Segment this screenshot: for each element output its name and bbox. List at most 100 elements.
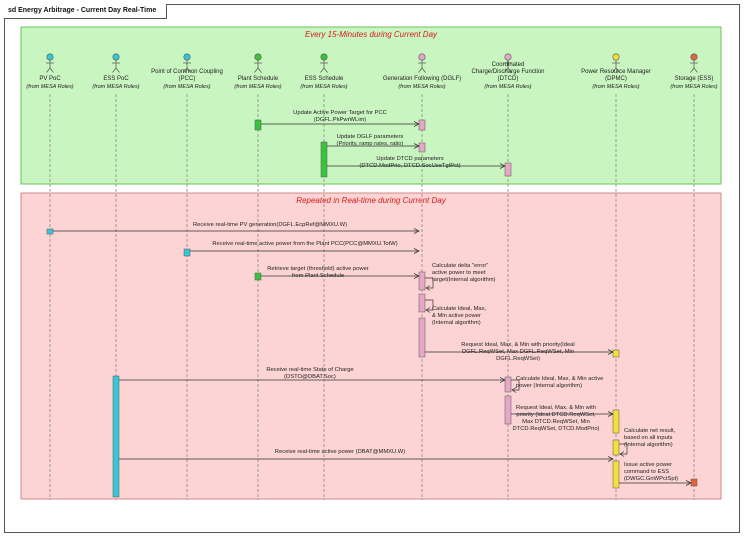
- actor-leg: [254, 67, 259, 73]
- actor-leg: [612, 67, 617, 73]
- lifeline-source: (from MESA Roles): [26, 84, 73, 90]
- message-label: Calculate net result,based on all inputs…: [624, 428, 676, 448]
- self-message-arrow: [511, 379, 520, 391]
- activation-bar: [418, 142, 426, 153]
- activation-bar: [320, 141, 328, 178]
- actor-leg: [183, 67, 188, 73]
- message-label: Update DGLF parameters(Priority, ramp ra…: [337, 134, 404, 147]
- lifeline-name: Generation Following (DGLF): [383, 76, 461, 82]
- actor-leg: [504, 67, 509, 73]
- arrowhead: [607, 411, 614, 417]
- actor-icon: [112, 53, 120, 61]
- self-message-arrow: [619, 443, 628, 455]
- activation-bar: [504, 162, 512, 177]
- frame-label: Every 15-Minutes during Current Day: [305, 30, 438, 39]
- message-label: Receive real-time active power from the …: [212, 241, 397, 247]
- actor-leg: [421, 67, 426, 73]
- activation-bar: [418, 317, 426, 358]
- lifeline-source: (from MESA Roles): [234, 84, 281, 90]
- actor-leg: [49, 67, 54, 73]
- message-label: Receive real-time PV generation(DGFL.Ecp…: [193, 222, 347, 228]
- activation-bar: [612, 460, 620, 489]
- actor-leg: [690, 67, 695, 73]
- message-label: Update Active Power Target for PCC(DGFL.…: [293, 110, 387, 123]
- actor-icon: [320, 53, 328, 61]
- frame-real-time: [20, 192, 722, 500]
- activation-bar: [612, 409, 620, 434]
- actor-leg: [46, 67, 51, 73]
- arrowhead: [413, 248, 420, 254]
- message-label: Calculate Ideal, Max,& Min active power(…: [432, 306, 487, 326]
- actor-leg: [615, 67, 620, 73]
- actor-leg: [320, 67, 325, 73]
- actor-icon: [690, 53, 698, 61]
- message-label: Receive real-time active power (DBAT@MMX…: [275, 449, 406, 455]
- lifeline-source: (from MESA Roles): [92, 84, 139, 90]
- activation-bar: [254, 119, 262, 131]
- lifeline-source: (from MESA Roles): [592, 84, 639, 90]
- message-label: Calculate delta "error"active power to m…: [432, 263, 496, 283]
- lifeline-name: Plant Schedule: [238, 76, 279, 82]
- lifeline-name: PV PoC: [39, 76, 61, 82]
- arrowhead: [499, 377, 506, 383]
- arrowhead: [607, 456, 614, 462]
- frame-label: Repeated in Real-time during Current Day: [296, 196, 446, 205]
- activation-bar: [504, 376, 512, 393]
- lifeline-name: ESS Schedule: [305, 76, 344, 82]
- arrowhead: [607, 349, 614, 355]
- actor-leg: [323, 67, 328, 73]
- self-message-arrow: [425, 299, 434, 311]
- actor-leg: [507, 67, 512, 73]
- lifeline-source: (from MESA Roles): [670, 84, 717, 90]
- actor-leg: [693, 67, 698, 73]
- message-label: Receive real-time State of Charge(DSTO@D…: [266, 367, 353, 380]
- actor-leg: [418, 67, 423, 73]
- actor-icon: [254, 53, 262, 61]
- actor-icon: [46, 53, 54, 61]
- lifeline-name: Storage (ESS): [675, 76, 714, 82]
- arrowhead: [413, 228, 420, 234]
- lifeline-name: Point of Common Coupling(PCC): [151, 69, 223, 82]
- activation-bar: [612, 439, 620, 456]
- actor-leg: [257, 67, 262, 73]
- actor-leg: [115, 67, 120, 73]
- arrowhead: [413, 273, 420, 279]
- activation-bar: [183, 248, 191, 257]
- activation-bar: [112, 375, 120, 498]
- actor-icon: [183, 53, 191, 61]
- arrowhead: [499, 163, 506, 169]
- arrowhead: [413, 121, 420, 127]
- lifeline-name: Power Resource Manager(DPMC): [581, 69, 651, 82]
- lifeline-source: (from MESA Roles): [484, 84, 531, 90]
- activation-bar: [418, 293, 426, 313]
- self-message-arrow: [425, 277, 434, 289]
- activation-bar: [46, 228, 54, 235]
- arrowhead: [619, 451, 625, 457]
- lifeline-source: (from MESA Roles): [163, 84, 210, 90]
- lifeline-source: (from MESA Roles): [398, 84, 445, 90]
- activation-bar: [418, 119, 426, 131]
- arrowhead: [685, 480, 692, 486]
- activation-bar: [504, 395, 512, 425]
- arrowhead: [511, 387, 517, 393]
- actor-icon: [504, 53, 512, 61]
- diagram-title: sd Energy Arbitrage - Current Day Real-T…: [4, 4, 168, 19]
- lifeline-source: (from MESA Roles): [300, 84, 347, 90]
- actor-leg: [112, 67, 117, 73]
- activation-bar: [254, 272, 262, 281]
- actor-icon: [418, 53, 426, 61]
- activation-bar: [418, 271, 426, 291]
- arrowhead: [413, 143, 420, 149]
- activation-bar: [612, 349, 620, 358]
- arrowhead: [425, 307, 431, 313]
- lifeline-name: ESS PoC: [103, 76, 129, 82]
- actor-leg: [186, 67, 191, 73]
- arrowhead: [425, 285, 431, 291]
- activation-bar: [690, 478, 698, 487]
- frame-every-15-min: [20, 26, 722, 185]
